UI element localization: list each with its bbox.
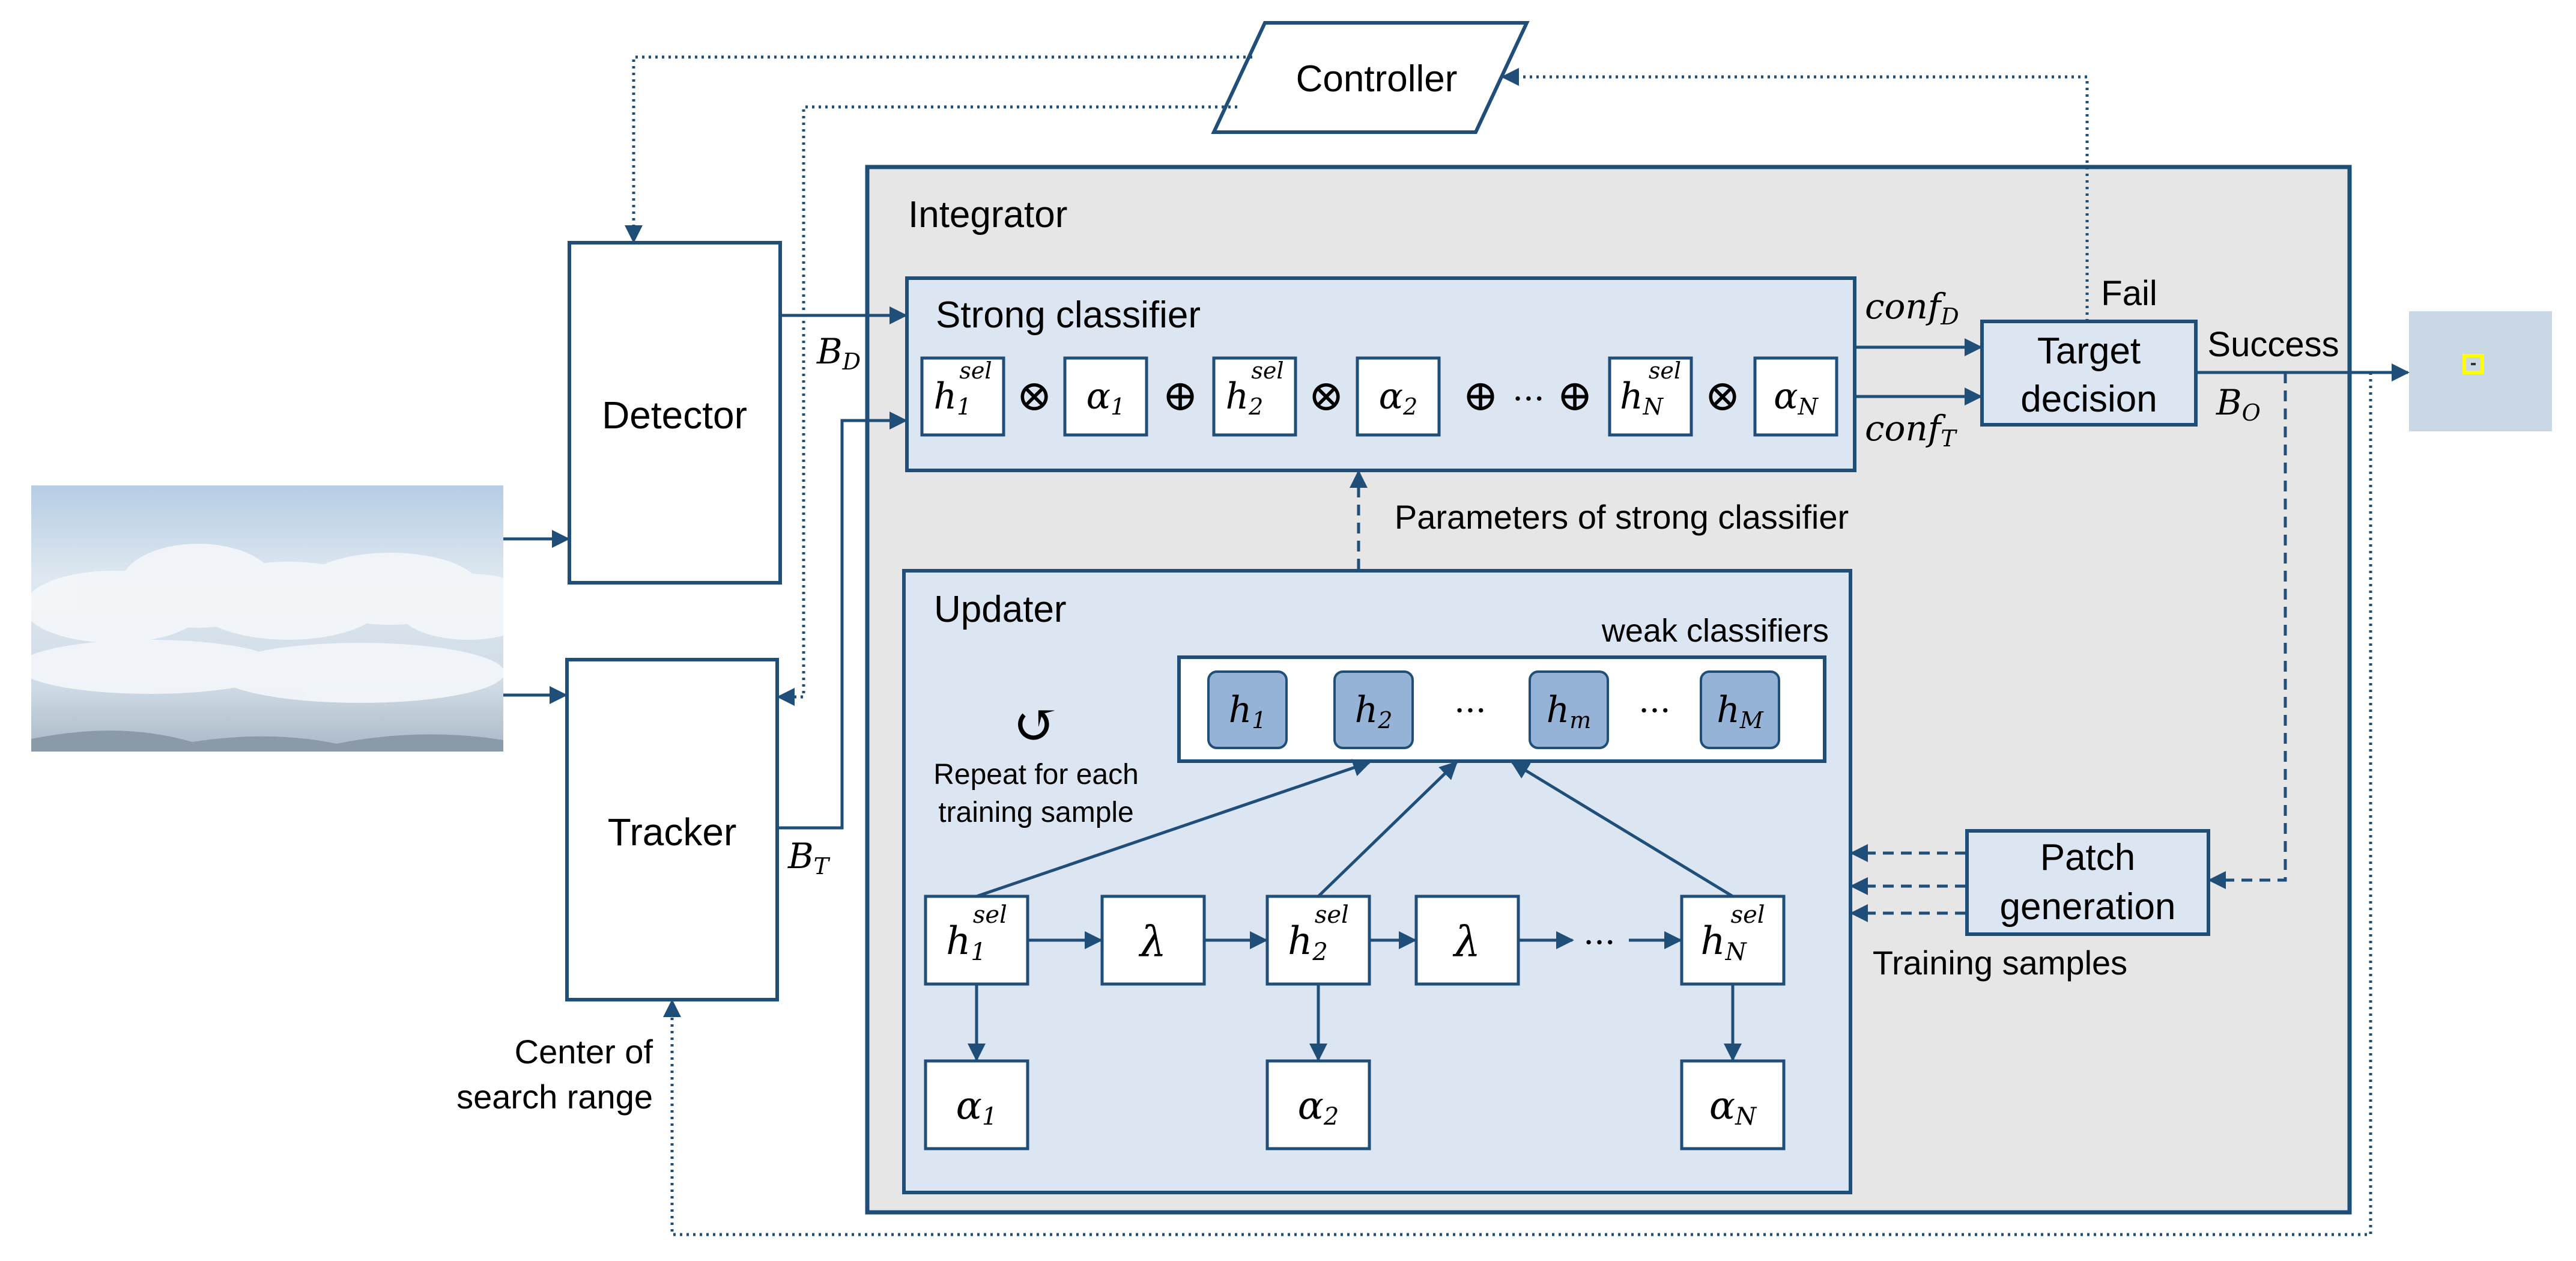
center-line1: Center of (515, 1033, 653, 1071)
tracker-label: Tracker (608, 810, 737, 854)
weak-h2-box (1333, 670, 1414, 749)
repeat-icon: ↺ (1013, 693, 1059, 757)
oplus-icon: ⊕ (1162, 370, 1198, 421)
strong-alpha2: α2 (1379, 375, 1418, 420)
patch-generation-box (1965, 829, 2210, 936)
conf-d-label: confD (1865, 286, 1959, 330)
lambda-2: λ (1452, 917, 1480, 967)
strong-hN-sel: hNsel (1620, 357, 1681, 420)
strong-h2-sel-box (1212, 356, 1297, 437)
updater-alpha2: α2 (1298, 1084, 1339, 1131)
lambda-1: λ (1138, 917, 1166, 967)
updater-title: Updater (934, 589, 1067, 630)
weak-hM: hM (1717, 689, 1764, 734)
input-sky-image (31, 485, 503, 752)
otimes-icon: ⊗ (1705, 370, 1741, 421)
ellipsis-icon: ··· (1583, 923, 1615, 962)
strong-h1-sel: h1sel (934, 357, 992, 420)
weak-h1: h1 (1229, 689, 1267, 734)
strong-alphaN: αN (1774, 375, 1819, 420)
repeat-line2: training sample (938, 797, 1134, 828)
success-label: Success (2207, 325, 2339, 364)
repeat-line1: Repeat for each (933, 759, 1139, 791)
weak-h1-box (1207, 670, 1288, 749)
target-decision-line2: decision (2020, 378, 2157, 420)
ellipsis-icon: ··· (1512, 380, 1544, 419)
detector-box (568, 241, 782, 585)
updater-hN-sel: hNsel (1700, 901, 1765, 966)
strong-hN-sel-box (1608, 356, 1693, 437)
dashed-connectors (1350, 372, 2287, 922)
b-t-label: BT (787, 836, 831, 880)
weak-hM-box (1700, 670, 1780, 749)
center-line2: search range (456, 1078, 653, 1116)
target-highlight-box (2462, 354, 2484, 374)
target-decision-box (1980, 320, 2198, 427)
otimes-icon: ⊗ (1308, 370, 1344, 421)
updater-alphaN: αN (1709, 1084, 1757, 1131)
oplus-icon: ⊕ (1557, 370, 1593, 421)
training-samples-label: Training samples (1873, 944, 2127, 982)
tracker-box (565, 658, 779, 1001)
updater-hN-sel-box (1680, 895, 1786, 986)
solid-connectors (503, 306, 2410, 1062)
b-o-label: BO (2216, 382, 2261, 426)
conf-t-label: confT (1865, 408, 1957, 452)
controller-label: Controller (1296, 58, 1458, 100)
weak-hm: hm (1547, 689, 1592, 734)
weak-h2: h2 (1355, 689, 1393, 734)
ellipsis-icon: ··· (1454, 691, 1486, 731)
strong-alpha2-box (1356, 356, 1441, 437)
otimes-icon: ⊗ (1016, 370, 1052, 421)
b-d-label: BD (816, 331, 861, 375)
controller-box (1211, 21, 1530, 134)
weak-classifiers-label: weak classifiers (1601, 613, 1829, 649)
fail-label: Fail (2101, 274, 2157, 313)
patch-line1: Patch (2040, 837, 2136, 878)
detector-label: Detector (602, 393, 747, 437)
updater-h1-sel: h1sel (946, 901, 1007, 966)
strong-alpha1-box (1063, 356, 1148, 437)
strong-classifier-terms: h1sel α1 h2sel α2 hNsel αN ⊗ ⊕ ⊗ ⊕ ··· ⊕… (920, 356, 1838, 437)
selector-chain: h1sel h2sel hNsel λ λ ··· α1 α2 αN (924, 895, 1786, 1150)
lambda-box-1 (1100, 895, 1206, 986)
target-decision-line1: Target (2037, 330, 2141, 372)
patch-line2: generation (1999, 886, 2175, 928)
strong-h2-sel: h2sel (1226, 357, 1284, 420)
strong-h1-sel-box (920, 356, 1005, 437)
updater-alpha1: α1 (956, 1084, 998, 1131)
params-label: Parameters of strong classifier (1395, 498, 1849, 536)
ellipsis-icon: ··· (1638, 691, 1670, 731)
strong-classifier-title: Strong classifier (936, 294, 1201, 336)
dotted-connectors (625, 55, 2372, 1236)
updater-h2-sel: h2sel (1288, 901, 1349, 966)
strong-alpha1: α1 (1086, 375, 1126, 420)
output-tracked-image (2409, 311, 2552, 431)
weak-hm-box (1529, 670, 1609, 749)
updater-alpha2-box (1265, 1059, 1371, 1150)
strong-alphaN-box (1753, 356, 1838, 437)
integrator-title: Integrator (908, 194, 1067, 235)
oplus-icon: ⊕ (1462, 370, 1499, 421)
weak-classifiers: h1 h2 hm hM ··· ··· (1207, 670, 1780, 749)
